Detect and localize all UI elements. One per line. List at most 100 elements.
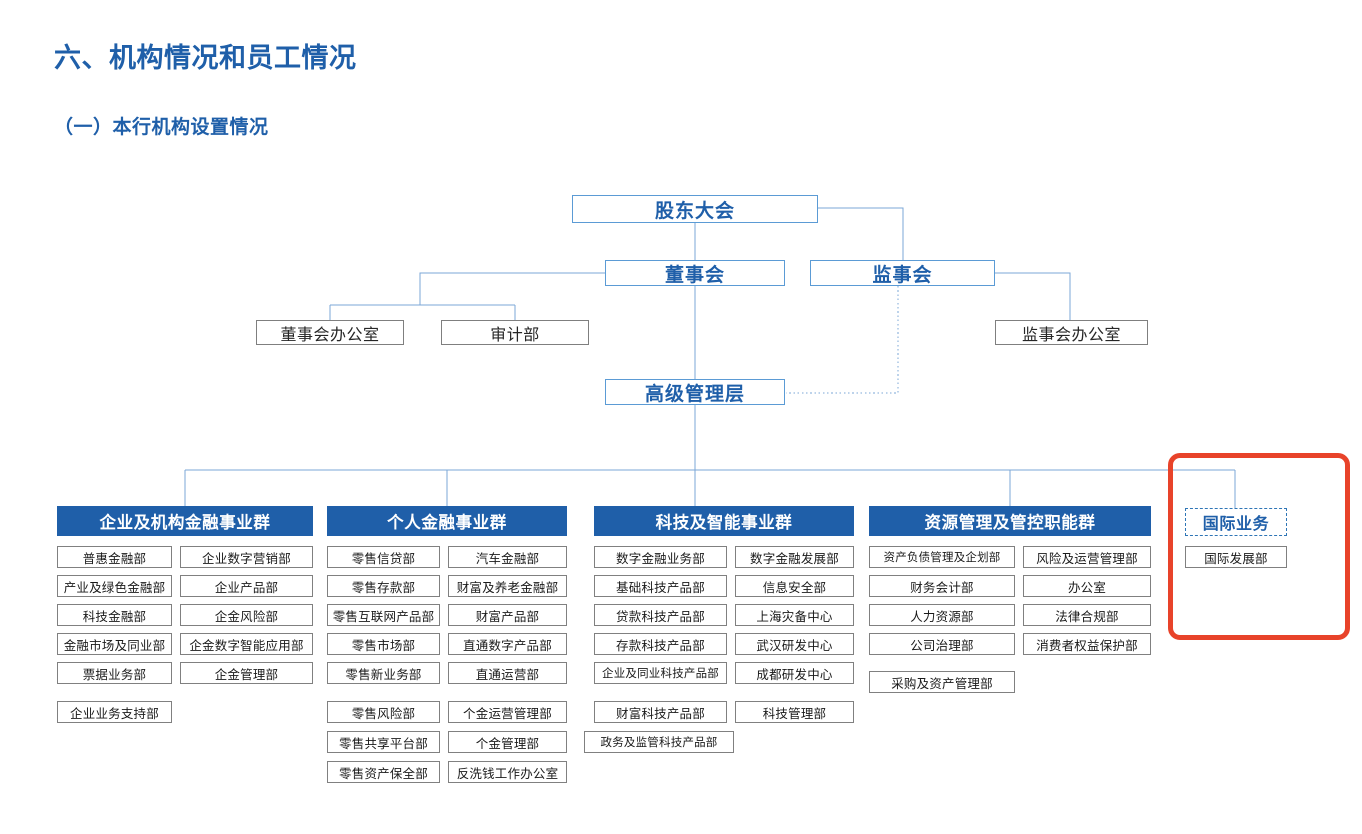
dept-box[interactable]: 零售风险部 bbox=[327, 701, 440, 723]
dept-label: 产业及绿色金融部 bbox=[63, 580, 166, 595]
dept-box[interactable]: 零售新业务部 bbox=[327, 662, 440, 684]
dept-box[interactable]: 个金运营管理部 bbox=[448, 701, 567, 723]
dept-box[interactable]: 人力资源部 bbox=[869, 604, 1015, 626]
group-header-corporate[interactable]: 企业及机构金融事业群 bbox=[57, 506, 313, 536]
group-header-international[interactable]: 国际业务 bbox=[1185, 508, 1287, 536]
node-label: 董事会办公室 bbox=[280, 326, 380, 344]
node-supervisors-office[interactable]: 监事会办公室 bbox=[995, 320, 1148, 345]
dept-box[interactable]: 成都研发中心 bbox=[735, 662, 854, 684]
dept-box[interactable]: 零售互联网产品部 bbox=[327, 604, 440, 626]
node-audit-department[interactable]: 审计部 bbox=[441, 320, 589, 345]
dept-box[interactable]: 企业及同业科技产品部 bbox=[594, 662, 727, 684]
dept-label: 企业业务支持部 bbox=[70, 706, 159, 721]
group-header-technology[interactable]: 科技及智能事业群 bbox=[594, 506, 854, 536]
dept-label: 金融市场及同业部 bbox=[63, 638, 166, 653]
node-label: 股东大会 bbox=[654, 200, 735, 222]
dept-label: 基础科技产品部 bbox=[616, 580, 705, 595]
group-header-label: 资源管理及管控职能群 bbox=[924, 514, 1096, 532]
node-board-office[interactable]: 董事会办公室 bbox=[256, 320, 404, 345]
dept-label: 成都研发中心 bbox=[756, 667, 833, 682]
dept-box[interactable]: 企业产品部 bbox=[180, 575, 313, 597]
dept-box[interactable]: 资产负债管理及企划部 bbox=[869, 546, 1015, 568]
node-label: 审计部 bbox=[490, 326, 540, 344]
dept-box[interactable]: 零售市场部 bbox=[327, 633, 440, 655]
dept-box[interactable]: 企业业务支持部 bbox=[57, 701, 172, 723]
dept-label: 风险及运营管理部 bbox=[1036, 551, 1138, 566]
dept-box[interactable]: 汽车金融部 bbox=[448, 546, 567, 568]
dept-box[interactable]: 政务及监管科技产品部 bbox=[584, 731, 734, 753]
dept-box[interactable]: 贷款科技产品部 bbox=[594, 604, 727, 626]
dept-box[interactable]: 财富科技产品部 bbox=[594, 701, 727, 723]
dept-box[interactable]: 存款科技产品部 bbox=[594, 633, 727, 655]
dept-box[interactable]: 基础科技产品部 bbox=[594, 575, 727, 597]
dept-label: 零售市场部 bbox=[351, 638, 416, 653]
dept-box[interactable]: 个金管理部 bbox=[448, 731, 567, 753]
dept-box[interactable]: 企金数字智能应用部 bbox=[180, 633, 313, 655]
dept-box[interactable]: 产业及绿色金融部 bbox=[57, 575, 172, 597]
node-board-of-directors[interactable]: 董事会 bbox=[605, 260, 785, 286]
dept-label: 法律合规部 bbox=[1055, 609, 1119, 624]
node-label: 监事会 bbox=[872, 264, 933, 286]
dept-box[interactable]: 风险及运营管理部 bbox=[1023, 546, 1151, 568]
page-title: 六、机构情况和员工情况 bbox=[54, 43, 357, 73]
dept-box[interactable]: 票据业务部 bbox=[57, 662, 172, 684]
dept-box[interactable]: 零售资产保全部 bbox=[327, 761, 440, 783]
dept-box[interactable]: 企金风险部 bbox=[180, 604, 313, 626]
dept-label: 武汉研发中心 bbox=[756, 638, 833, 653]
group-header-personal[interactable]: 个人金融事业群 bbox=[327, 506, 567, 536]
dept-label: 公司治理部 bbox=[910, 638, 974, 653]
node-shareholders-meeting[interactable]: 股东大会 bbox=[572, 195, 818, 223]
dept-box[interactable]: 企金管理部 bbox=[180, 662, 313, 684]
dept-label: 数字金融业务部 bbox=[616, 551, 705, 566]
dept-label: 汽车金融部 bbox=[475, 551, 540, 566]
dept-box[interactable]: 直通运营部 bbox=[448, 662, 567, 684]
dept-box[interactable]: 国际发展部 bbox=[1185, 546, 1287, 568]
dept-label: 零售共享平台部 bbox=[339, 736, 428, 751]
dept-box[interactable]: 采购及资产管理部 bbox=[869, 671, 1015, 693]
dept-label: 消费者权益保护部 bbox=[1036, 638, 1138, 653]
dept-label: 人力资源部 bbox=[910, 609, 974, 624]
dept-box[interactable]: 数字金融业务部 bbox=[594, 546, 727, 568]
dept-label: 财务会计部 bbox=[910, 580, 974, 595]
node-label: 董事会 bbox=[664, 264, 725, 286]
dept-box[interactable]: 上海灾备中心 bbox=[735, 604, 854, 626]
group-header-label: 科技及智能事业群 bbox=[655, 514, 793, 532]
dept-box[interactable]: 金融市场及同业部 bbox=[57, 633, 172, 655]
dept-box[interactable]: 财务会计部 bbox=[869, 575, 1015, 597]
dept-box[interactable]: 企业数字营销部 bbox=[180, 546, 313, 568]
dept-box[interactable]: 数字金融发展部 bbox=[735, 546, 854, 568]
dept-box[interactable]: 武汉研发中心 bbox=[735, 633, 854, 655]
dept-box[interactable]: 信息安全部 bbox=[735, 575, 854, 597]
node-label: 高级管理层 bbox=[644, 383, 745, 405]
dept-label: 反洗钱工作办公室 bbox=[456, 766, 559, 781]
dept-label: 零售存款部 bbox=[351, 580, 416, 595]
dept-box[interactable]: 办公室 bbox=[1023, 575, 1151, 597]
dept-label: 零售互联网产品部 bbox=[332, 609, 435, 624]
dept-box[interactable]: 直通数字产品部 bbox=[448, 633, 567, 655]
dept-label: 零售新业务部 bbox=[345, 667, 422, 682]
group-header-resource[interactable]: 资源管理及管控职能群 bbox=[869, 506, 1151, 536]
dept-label: 企金管理部 bbox=[214, 667, 279, 682]
dept-box[interactable]: 财富产品部 bbox=[448, 604, 567, 626]
dept-box[interactable]: 零售信贷部 bbox=[327, 546, 440, 568]
section-subtitle: （一）本行机构设置情况 bbox=[54, 117, 269, 138]
dept-box[interactable]: 零售存款部 bbox=[327, 575, 440, 597]
dept-box[interactable]: 普惠金融部 bbox=[57, 546, 172, 568]
dept-box[interactable]: 科技管理部 bbox=[735, 701, 854, 723]
group-header-label: 企业及机构金融事业群 bbox=[99, 514, 271, 532]
node-label: 监事会办公室 bbox=[1021, 326, 1121, 344]
dept-label: 普惠金融部 bbox=[82, 551, 147, 566]
dept-box[interactable]: 公司治理部 bbox=[869, 633, 1015, 655]
node-board-of-supervisors[interactable]: 监事会 bbox=[810, 260, 995, 286]
dept-box[interactable]: 消费者权益保护部 bbox=[1023, 633, 1151, 655]
dept-label: 直通数字产品部 bbox=[463, 638, 552, 653]
dept-box[interactable]: 财富及养老金融部 bbox=[448, 575, 567, 597]
group-header-label: 个人金融事业群 bbox=[387, 514, 507, 532]
dept-box[interactable]: 零售共享平台部 bbox=[327, 731, 440, 753]
dept-box[interactable]: 科技金融部 bbox=[57, 604, 172, 626]
dept-box[interactable]: 反洗钱工作办公室 bbox=[448, 761, 567, 783]
dept-box[interactable]: 法律合规部 bbox=[1023, 604, 1151, 626]
node-senior-management[interactable]: 高级管理层 bbox=[605, 379, 785, 405]
dept-label: 上海灾备中心 bbox=[756, 609, 833, 624]
